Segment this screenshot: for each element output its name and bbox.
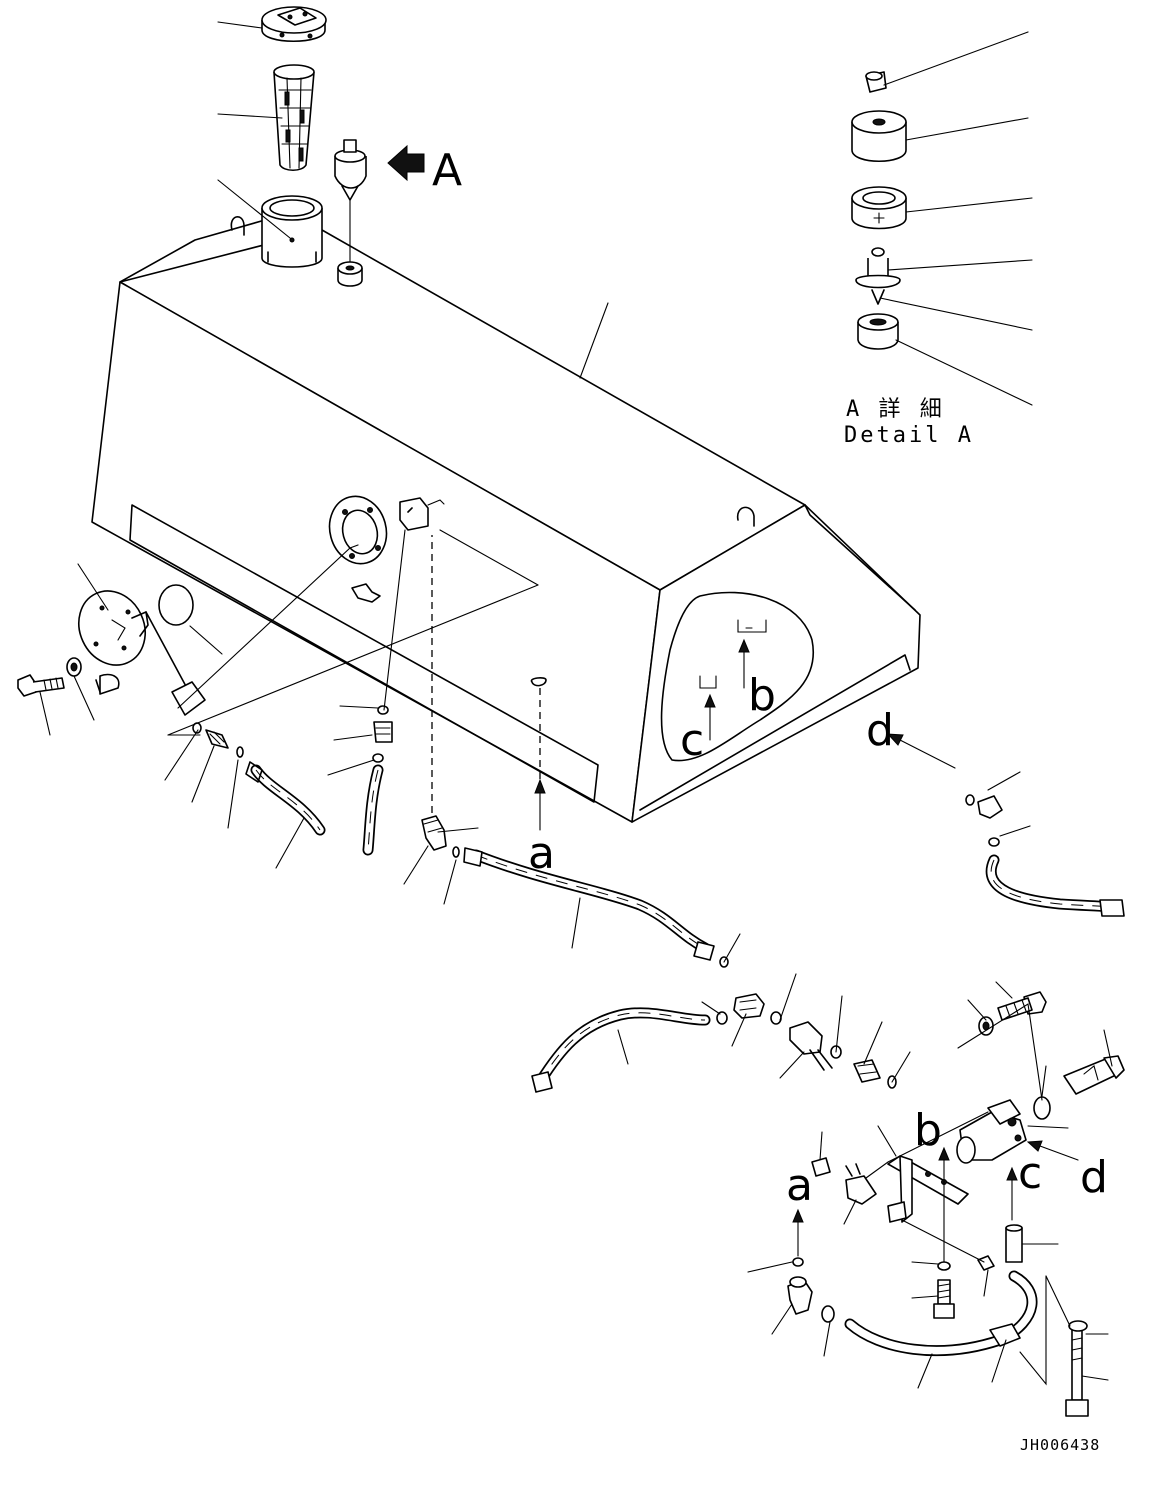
hose-d (965, 794, 1125, 917)
label-d-right: d (1080, 1152, 1108, 1203)
o-ring-13 (937, 1261, 951, 1271)
sender-bolt (17, 674, 65, 697)
detail-title-en: Detail A (844, 423, 974, 448)
adapter-2 (811, 1157, 831, 1177)
label-b-tank: b (748, 670, 776, 721)
flow-arrow-c: c (1006, 1148, 1042, 1221)
internal-fittings (699, 619, 767, 741)
sender-flange (328, 495, 388, 565)
fuel-strainer (273, 64, 315, 172)
fuel-level-sender (78, 590, 206, 716)
filler-cap (261, 6, 327, 43)
leader-lines (39, 21, 1113, 1389)
drawing-code: JH006438 (1020, 1436, 1100, 1454)
drain-cock (789, 1021, 833, 1071)
hose-return (844, 1270, 1038, 1357)
nut (977, 1255, 995, 1271)
gasket (158, 584, 194, 626)
breather-bushing (337, 261, 363, 287)
lifting-hook-right (736, 506, 755, 527)
flow-arrow-a-valve: a (786, 1160, 813, 1257)
flow-arrow-d-right: d (1026, 1140, 1108, 1203)
o-ring-11 (887, 1075, 897, 1089)
view-arrow-A: A (387, 144, 462, 196)
clip (351, 583, 381, 603)
filler-neck (261, 195, 323, 268)
bolt-right-top (997, 991, 1047, 1021)
washer-long-bolt (1068, 1320, 1088, 1332)
spacer-tube (1005, 1224, 1023, 1263)
label-b-bracket: b (914, 1105, 942, 1156)
plug-right (1063, 1055, 1125, 1095)
lifting-hook-left (230, 216, 245, 236)
elbow-fitting-2 (787, 1276, 813, 1315)
fuel-tank (91, 219, 921, 823)
label-c-tank: c (680, 715, 704, 766)
elbow-fitting-1 (421, 815, 447, 851)
o-ring-6 (452, 846, 460, 858)
hose-left (245, 761, 326, 836)
drain-connector-box (399, 497, 445, 531)
washer-lower (821, 1305, 835, 1323)
o-ring-3 (377, 705, 389, 715)
hose-long (463, 847, 715, 961)
detail-title-jp: A 詳 細 (846, 397, 945, 422)
label-a-tank: a (528, 828, 555, 879)
label-d-left: d (866, 705, 894, 756)
long-bolt (1065, 1329, 1089, 1417)
connector-2 (373, 721, 393, 743)
o-ring-10 (830, 1045, 842, 1059)
o-ring-4 (372, 753, 384, 763)
adapter-1 (853, 1059, 881, 1083)
label-view-A: A (432, 145, 462, 196)
detail-A-parts (851, 71, 907, 350)
connector-1 (205, 729, 229, 749)
breather-valve (334, 139, 367, 263)
o-ring-14 (792, 1257, 804, 1267)
selector-valve (956, 1099, 1027, 1164)
hose-vertical (362, 764, 384, 856)
label-c-valve: c (1018, 1148, 1042, 1199)
hose-lower (531, 1007, 711, 1093)
drain-plug (530, 677, 547, 687)
drain-cock-2 (845, 1163, 877, 1205)
tee-fitting (733, 993, 765, 1019)
o-ring-8 (719, 956, 729, 968)
o-ring-9 (770, 1011, 782, 1025)
o-ring-7 (716, 1011, 728, 1025)
valve-bracket (887, 1155, 969, 1223)
bolt-vertical (933, 1279, 955, 1319)
label-a-valve: a (786, 1160, 813, 1211)
flow-arrow-b: b (914, 1105, 950, 1263)
flow-arrow-a-tank: a (528, 778, 555, 879)
o-ring-2 (236, 746, 244, 758)
flow-arrow-d-left: d (866, 705, 956, 769)
